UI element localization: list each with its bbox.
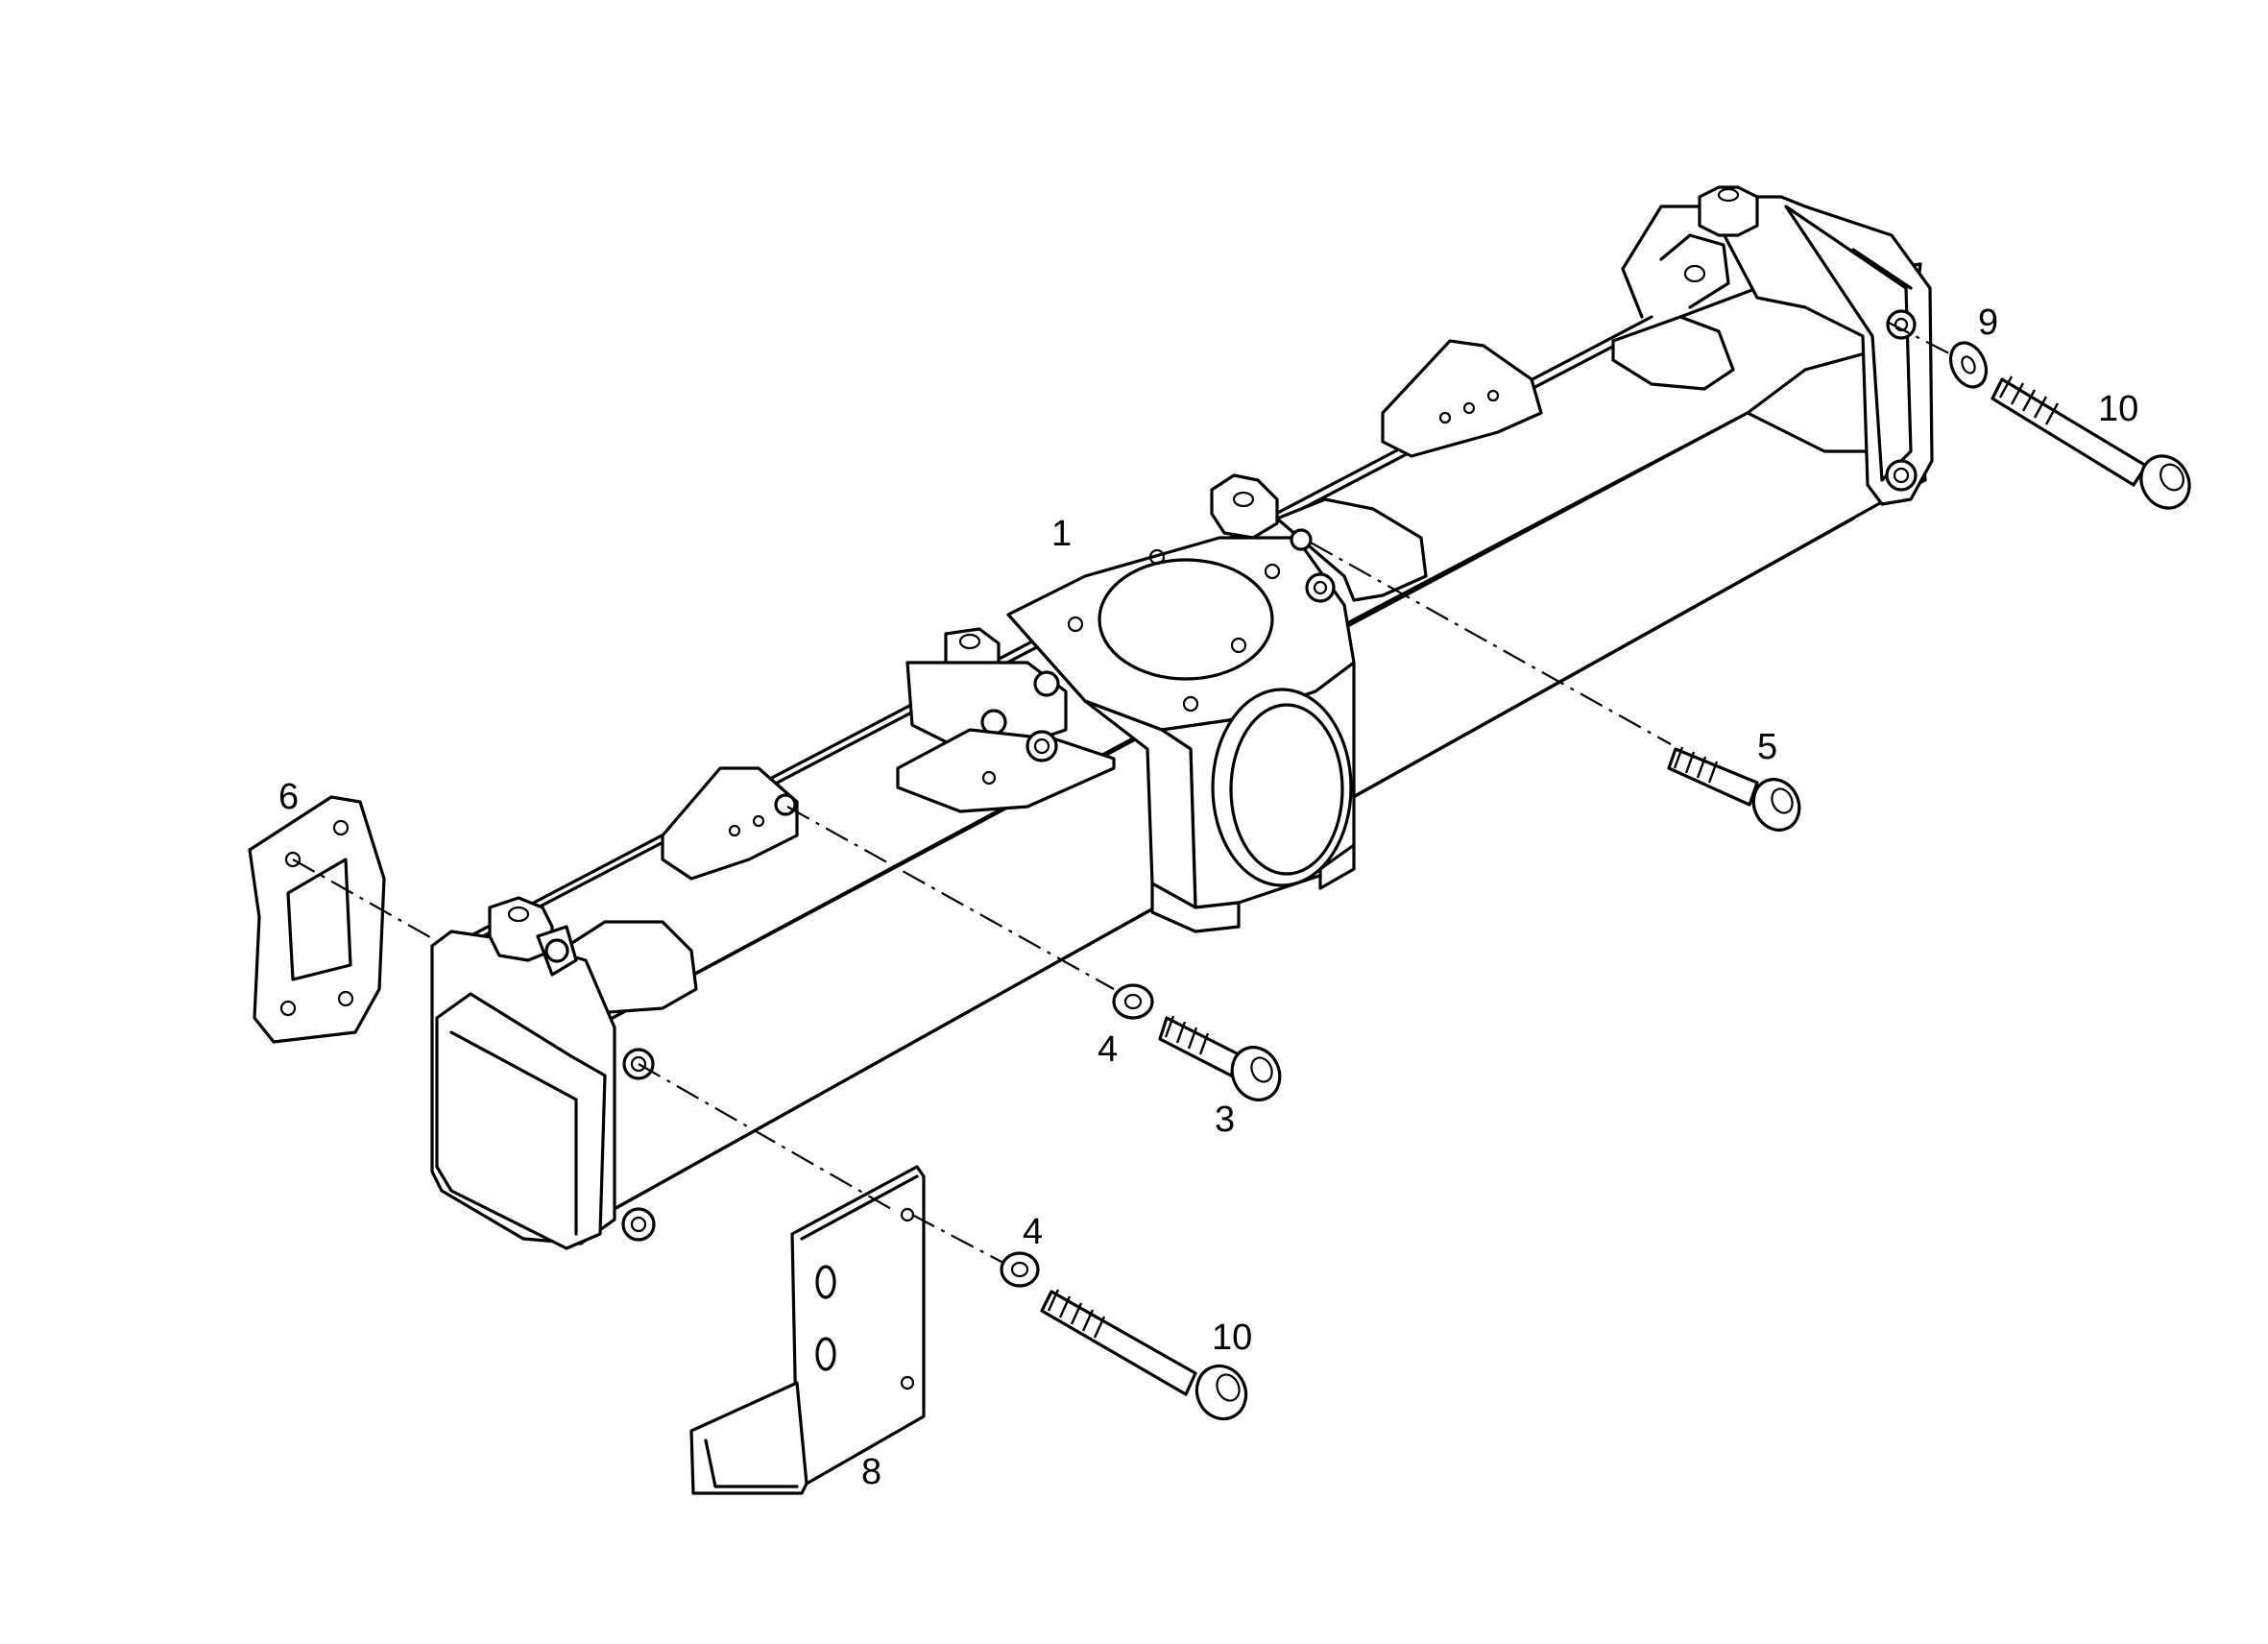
bolt-3 bbox=[1158, 1015, 1282, 1101]
bolt-5 bbox=[1667, 746, 1801, 832]
assembly-lines bbox=[292, 321, 1950, 1264]
callout-9: 9 bbox=[1978, 302, 1998, 343]
callout-6: 6 bbox=[278, 777, 299, 817]
callout-10-upper: 10 bbox=[2098, 389, 2138, 429]
callout-3: 3 bbox=[1215, 1100, 1235, 1140]
callout-5: 5 bbox=[1757, 727, 1777, 767]
bolt-10-lower bbox=[1040, 1289, 1248, 1421]
bracket-8 bbox=[689, 1165, 926, 1495]
washer-9 bbox=[1948, 341, 1989, 389]
callout-1: 1 bbox=[1051, 514, 1072, 554]
washer-4-lower bbox=[1000, 1251, 1040, 1288]
washer-4-upper bbox=[1112, 983, 1154, 1020]
gasket-6 bbox=[248, 795, 386, 1044]
bolt-10-upper bbox=[1991, 375, 2191, 510]
callout-10-lower: 10 bbox=[1212, 1318, 1252, 1358]
callout-labels: 1 3 4 4 5 6 8 9 10 10 bbox=[278, 302, 2138, 1492]
callout-4-lower: 4 bbox=[1023, 1212, 1043, 1252]
callout-4-upper: 4 bbox=[1098, 1029, 1118, 1070]
callout-8: 8 bbox=[861, 1452, 881, 1492]
manifold-body bbox=[430, 185, 1934, 1250]
